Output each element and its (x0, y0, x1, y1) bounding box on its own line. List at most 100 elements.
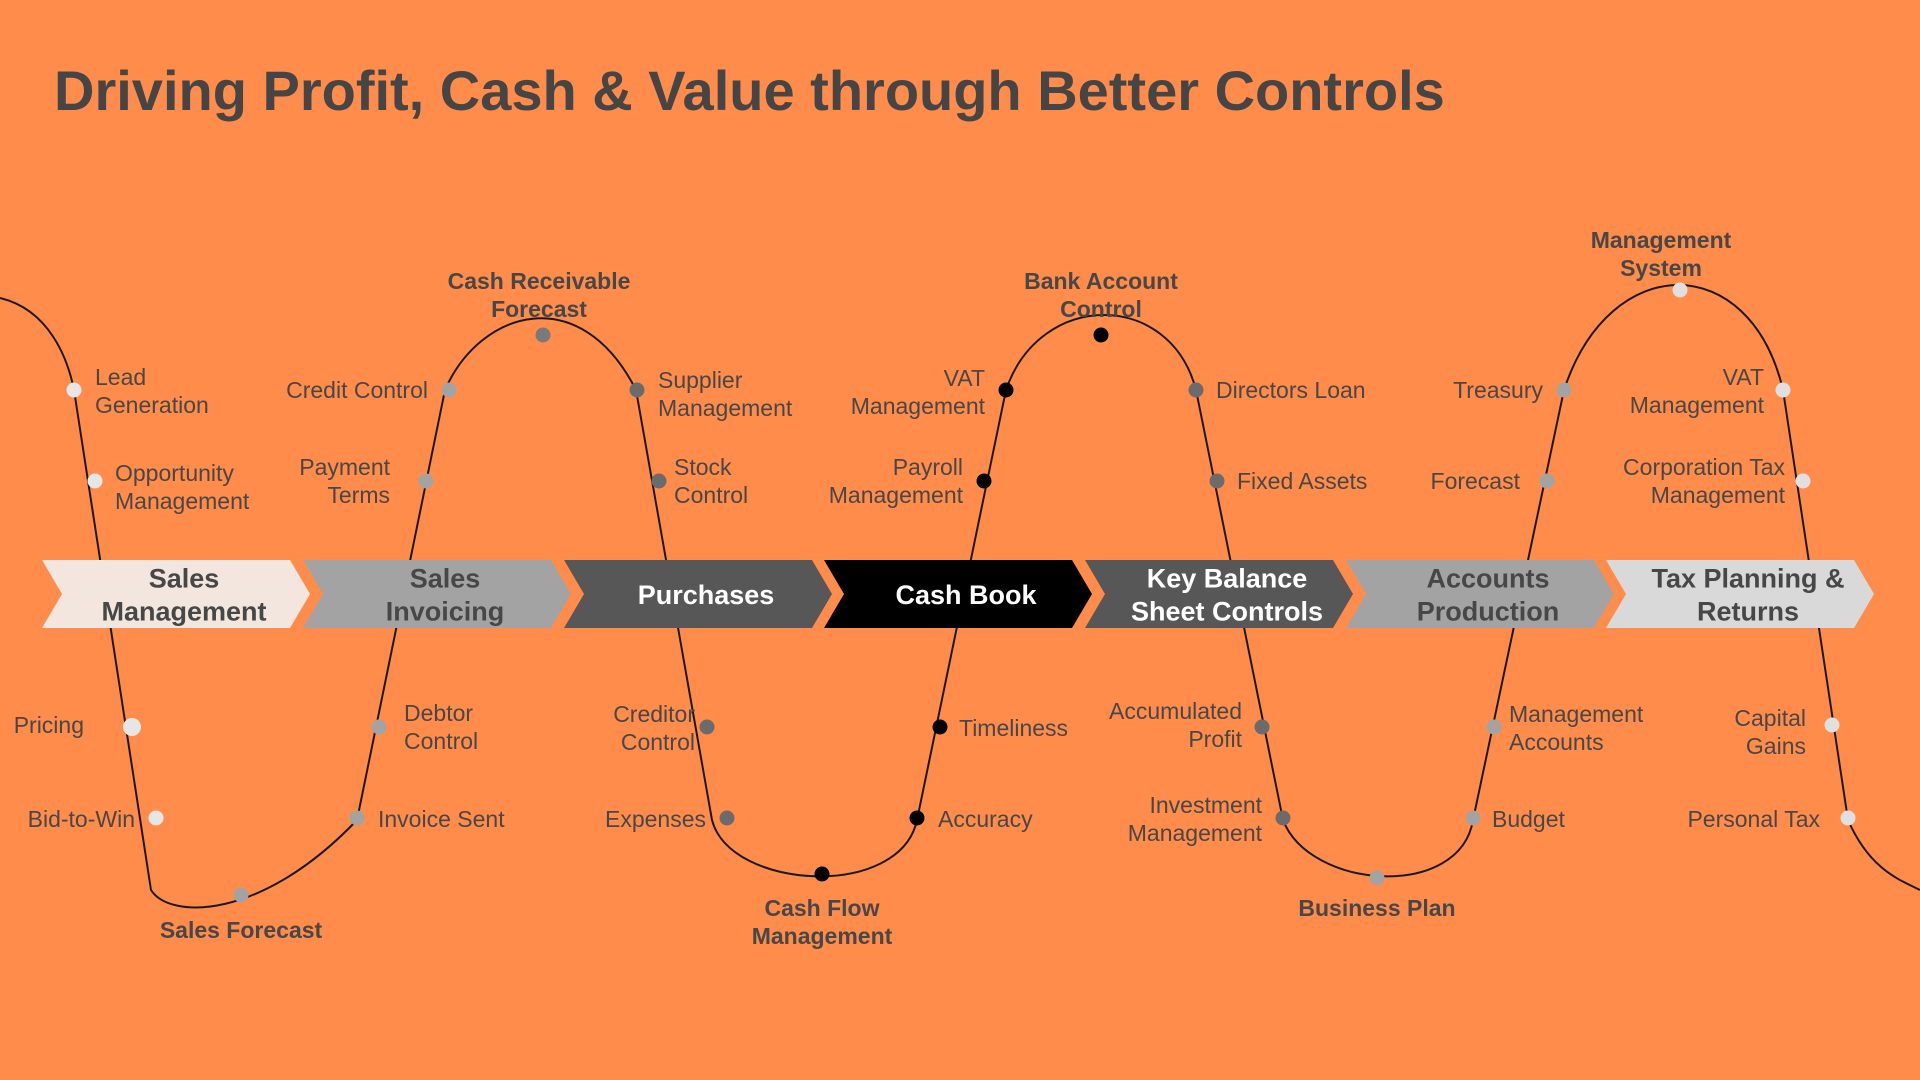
node-label-line: Payroll (893, 454, 963, 480)
process-node: Sales Forecast (160, 887, 323, 943)
node-label-line: Business Plan (1298, 895, 1455, 921)
node-dot (441, 382, 457, 398)
node-label: Forecast (1431, 468, 1521, 494)
node-dot (87, 473, 103, 489)
process-node: Business Plan (1298, 870, 1456, 921)
node-dot (1275, 810, 1291, 826)
node-label-line: Stock (674, 454, 732, 480)
node-dot (998, 382, 1014, 398)
node-label-line: Pricing (14, 712, 84, 738)
node-label-line: Control (404, 728, 478, 754)
node-dot (629, 382, 645, 398)
node-dot (371, 719, 387, 735)
process-node: Credit Control (286, 377, 457, 403)
node-label-line: Corporation Tax (1623, 454, 1785, 480)
stage-label-line: Sales (410, 564, 481, 594)
process-node: Pricing (14, 712, 141, 738)
stage-chevron-shape (1606, 560, 1874, 628)
process-node: Accuracy (909, 806, 1033, 832)
stage-label-line: Sales (149, 564, 220, 594)
node-label-line: VAT (944, 365, 985, 391)
node-dot (1556, 382, 1572, 398)
process-node: Budget (1465, 806, 1566, 832)
node-label: Pricing (14, 712, 84, 738)
stage-label-line: Cash Book (895, 580, 1037, 610)
stage-chevron-shape (303, 560, 571, 628)
node-label-line: Directors Loan (1216, 377, 1366, 403)
node-label-line: Management (658, 395, 793, 421)
node-label-line: Profit (1188, 726, 1242, 752)
node-dot (1795, 473, 1811, 489)
stage-label-line: Sheet Controls (1131, 597, 1323, 627)
stage-chevron-shape (1085, 560, 1353, 628)
node-label: Personal Tax (1687, 806, 1820, 832)
node-label-line: Debtor (404, 700, 473, 726)
process-node: Fixed Assets (1209, 468, 1367, 494)
process-node: Bid-to-Win (28, 806, 164, 832)
node-label-line: Management (829, 482, 964, 508)
node-label-line: Accuracy (938, 806, 1033, 832)
node-dot (148, 810, 164, 826)
process-node: Forecast (1431, 468, 1555, 494)
process-node: Treasury (1453, 377, 1572, 403)
node-label-line: Supplier (658, 367, 743, 393)
node-label-line: VAT (1723, 364, 1764, 390)
stage-chevron-shape (824, 560, 1092, 628)
node-dot (1093, 327, 1109, 343)
stage-label-line: Production (1417, 597, 1560, 627)
node-label: Timeliness (959, 715, 1068, 741)
stage-label: Cash Book (895, 580, 1037, 610)
node-label: Budget (1492, 806, 1566, 832)
node-dot (1775, 382, 1791, 398)
stage-chevron-shape (42, 560, 310, 628)
node-label: Bid-to-Win (28, 806, 135, 832)
stage-tax-planning-returns: Tax Planning &Returns (1606, 560, 1874, 628)
node-label-line: Investment (1150, 792, 1263, 818)
node-label-line: Credit Control (286, 377, 428, 403)
node-label-line: Expenses (605, 806, 706, 832)
node-dot (1369, 870, 1385, 886)
node-label-line: Control (1060, 296, 1142, 322)
stage-label: Purchases (638, 580, 775, 610)
node-label: Treasury (1453, 377, 1543, 403)
node-dot (1209, 473, 1225, 489)
node-dot (535, 327, 551, 343)
milestone-label: Business Plan (1298, 895, 1455, 921)
node-label: Expenses (605, 806, 706, 832)
node-label-line: Lead (95, 364, 146, 390)
stage-label-line: Accounts (1426, 564, 1549, 594)
node-dot (233, 887, 249, 903)
node-label-line: Forecast (491, 296, 587, 322)
